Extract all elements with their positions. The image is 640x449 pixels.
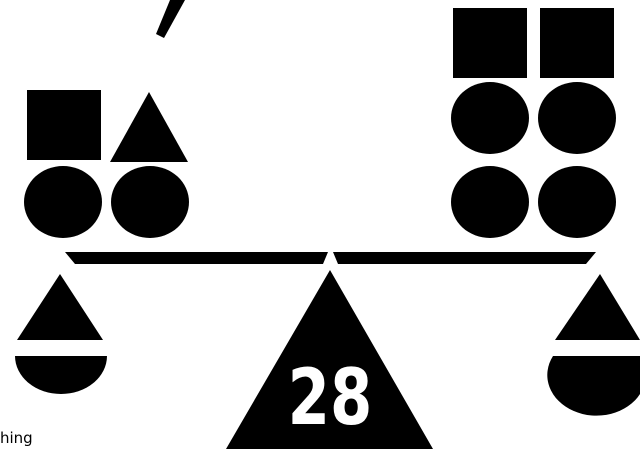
right-square-shape-2 (540, 8, 614, 78)
scale-beam (65, 252, 596, 264)
right-pan-bowl (547, 356, 640, 416)
left-circle-shape-2 (111, 166, 189, 238)
right-pan-hanger (555, 274, 640, 340)
right-pan-shapes (451, 8, 616, 238)
right-circle-shape-3 (451, 166, 529, 238)
cropped-top-mark (156, 0, 185, 38)
beam-right-arm (333, 252, 596, 264)
left-pan-bowl (15, 356, 107, 394)
right-circle-shape-2 (538, 82, 616, 154)
right-circle-shape-1 (451, 82, 529, 154)
right-circle-shape-4 (538, 166, 616, 238)
left-pan-hanger (17, 274, 103, 340)
left-square-shape (27, 90, 101, 160)
left-triangle-shape (110, 92, 188, 162)
corner-watermark-text: hing (0, 429, 33, 447)
left-hanging-pan (15, 274, 107, 394)
left-pan-shapes (24, 90, 189, 238)
right-square-shape-1 (453, 8, 527, 78)
beam-left-arm (65, 252, 328, 264)
fulcrum-number: 28 (288, 353, 373, 443)
left-circle-shape-1 (24, 166, 102, 238)
right-hanging-pan (547, 274, 640, 416)
